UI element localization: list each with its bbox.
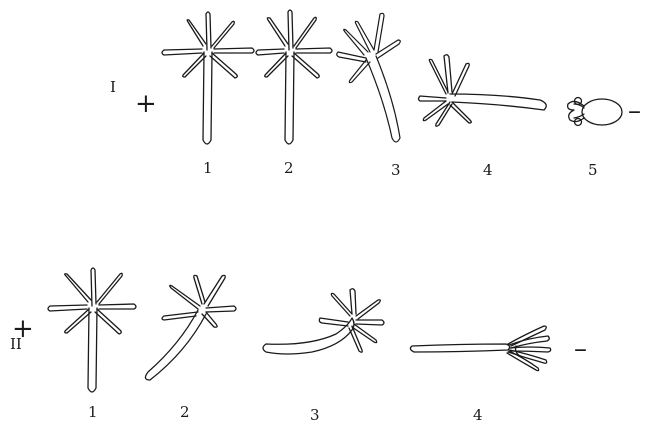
row-2-minus-sign: – [574, 334, 587, 364]
row-1-number-5: 5 [588, 161, 598, 179]
row-1-number-4: 4 [483, 161, 493, 179]
row-1-number-2: 2 [284, 159, 294, 177]
row-2-number-4: 4 [473, 406, 483, 424]
row-2-number-1: 1 [88, 403, 98, 421]
row-2-hydra-3 [262, 288, 385, 355]
row-2-roman-numeral: II [10, 335, 22, 353]
row-1-plus-sign: + [135, 89, 157, 119]
row-1-number-1: 1 [203, 159, 213, 177]
row-1-hydra-2 [255, 9, 333, 145]
row-1-roman-numeral: I [110, 78, 116, 96]
row-1-hydra-4 [417, 54, 547, 127]
row-1-number-3: 3 [391, 161, 401, 179]
row-2-hydra-2 [144, 274, 237, 381]
row-1-hydra-1 [161, 11, 255, 145]
row-2-hydra-4 [409, 325, 552, 372]
row-2-number-3: 3 [310, 406, 320, 424]
row-1-hydra-5 [566, 96, 623, 127]
row-1-hydra-3 [336, 12, 401, 143]
row-2-number-2: 2 [180, 403, 190, 421]
row-2-plus-sign: + [12, 314, 34, 344]
row-1-minus-sign: – [628, 96, 641, 126]
row-2-hydra-1 [47, 267, 137, 393]
